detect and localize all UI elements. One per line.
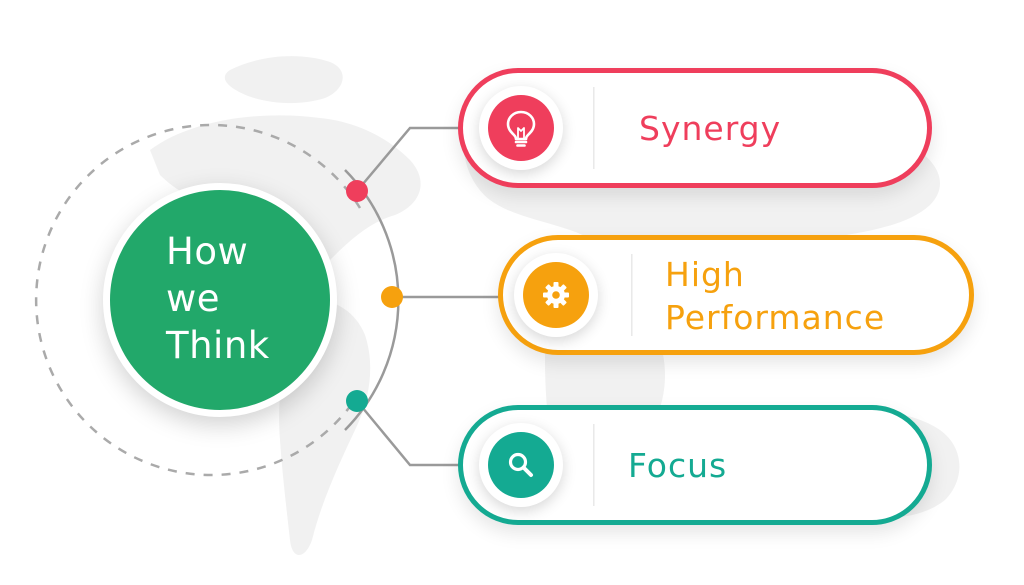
item-icon-badge [479, 423, 563, 507]
center-label: How we Think [166, 229, 270, 367]
center-circle: How we Think [103, 183, 337, 417]
item-icon-badge [479, 86, 563, 170]
dashed-ring [34, 123, 362, 477]
item-synergy: Synergy [458, 68, 932, 188]
item-divider [631, 254, 633, 336]
item-divider [593, 87, 595, 169]
node-dot-high-performance [381, 286, 403, 308]
connector-line-focus [356, 400, 470, 467]
node-dot-synergy [346, 180, 368, 202]
lightbulb-icon [488, 95, 554, 161]
item-label-focus: Focus [628, 446, 728, 485]
item-label-synergy: Synergy [639, 109, 782, 148]
node-dot-focus [346, 390, 368, 412]
item-high-performance: High Performance [498, 235, 974, 355]
item-divider [593, 424, 595, 506]
gear-icon [523, 262, 589, 328]
connector-line-synergy [356, 126, 470, 192]
item-label-high-performance: High Performance [665, 255, 886, 337]
item-focus: Focus [458, 405, 932, 525]
item-icon-badge [514, 253, 598, 337]
search-icon [488, 432, 554, 498]
